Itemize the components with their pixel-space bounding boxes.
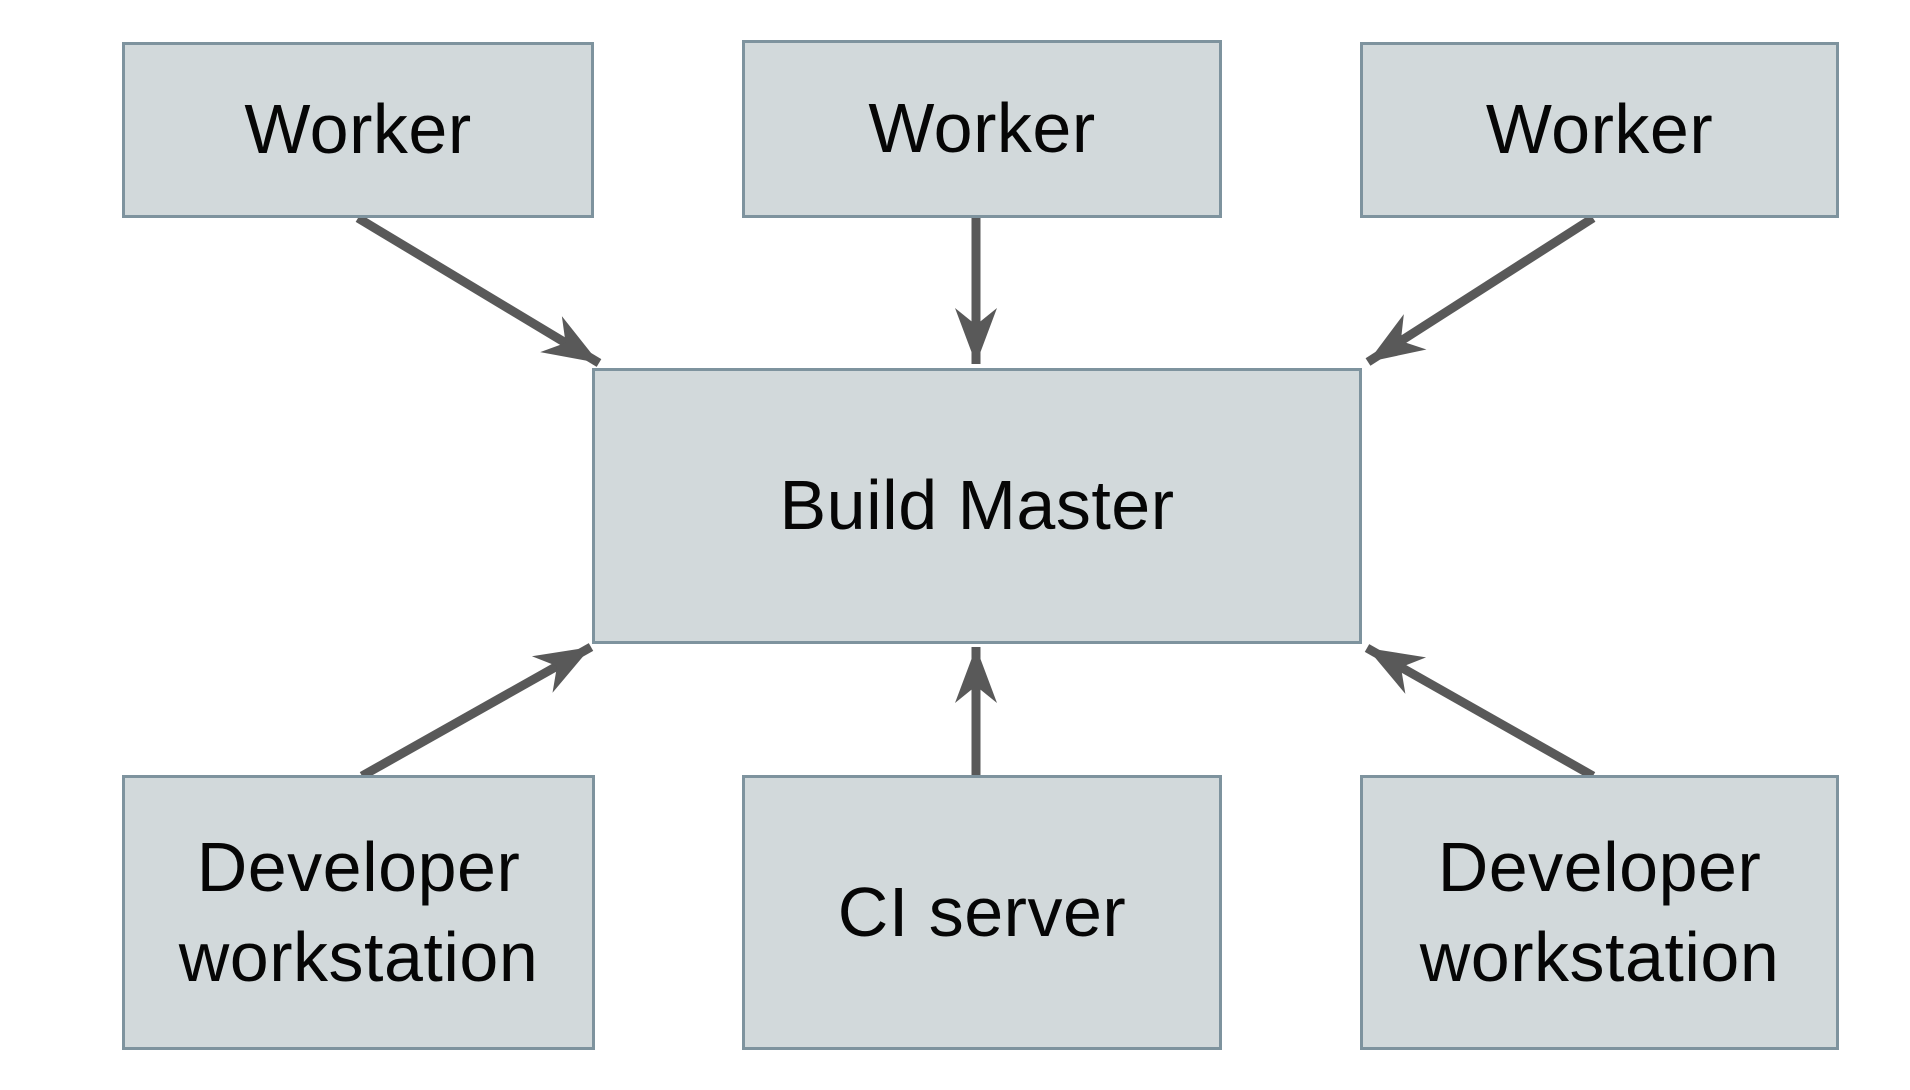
node-label: Worker [1485, 90, 1714, 169]
arrow-dev-workstation-left-to-build-master [359, 643, 594, 780]
node-worker-3: Worker [1360, 42, 1839, 218]
arrow-worker-1-to-build-master [355, 214, 602, 367]
node-label: Developer workstation [1419, 827, 1780, 996]
node-label: Developer workstation [178, 827, 539, 996]
node-developer-workstation-right: Developer workstation [1360, 775, 1839, 1050]
node-ci-server: CI server [742, 775, 1222, 1050]
node-label: Worker [868, 89, 1096, 168]
node-label: Build Master [779, 466, 1175, 545]
arrow-dev-workstation-right-to-build-master [1364, 644, 1596, 780]
node-build-master: Build Master [592, 368, 1362, 644]
arrow-worker-3-to-build-master [1365, 214, 1596, 366]
node-label: Worker [244, 90, 472, 169]
node-label: CI server [837, 872, 1127, 951]
node-worker-2: Worker [742, 40, 1222, 218]
node-developer-workstation-left: Developer workstation [122, 775, 595, 1050]
node-worker-1: Worker [122, 42, 594, 218]
